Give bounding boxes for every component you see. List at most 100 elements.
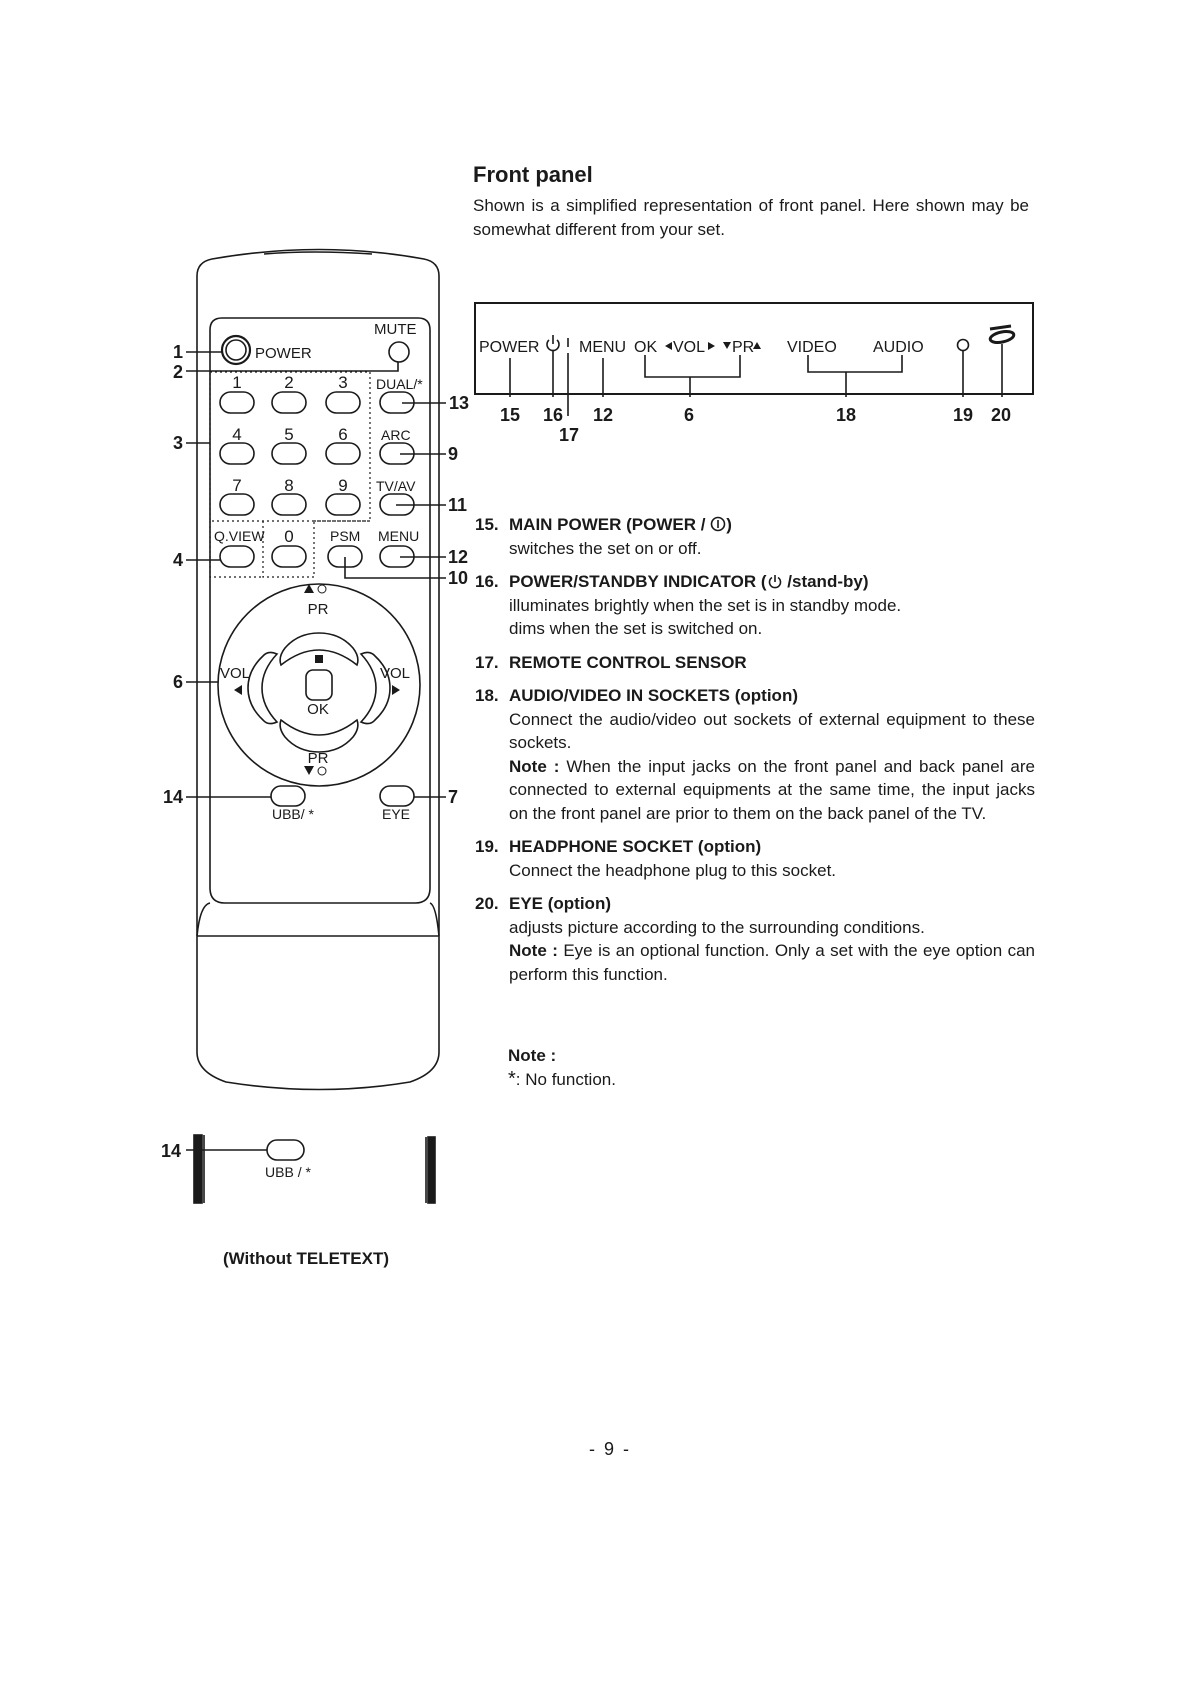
callout-14: 14 (163, 787, 183, 807)
number-buttons[interactable] (219, 391, 361, 568)
item-line: Connect the audio/video out sockets of e… (509, 709, 1035, 753)
page-number: - 9 - (588, 1439, 631, 1459)
item-16: 16.POWER/STANDBY INDICATOR ( /stand-by) … (475, 570, 1035, 641)
pr-down-arrow-icon (304, 766, 314, 775)
remote-label-psm: PSM (330, 528, 360, 544)
vol-right-button[interactable] (359, 651, 391, 725)
page-heading: Front panel (473, 162, 593, 187)
item-number: 18. (475, 686, 499, 705)
front-panel-diagram (474, 302, 1034, 416)
callout-13: 13 (449, 393, 469, 413)
panel-label-ok: OK (634, 339, 657, 356)
pr-up-arrow-icon (304, 584, 314, 593)
item-title: EYE (option) (509, 894, 611, 913)
pr-down-button[interactable] (279, 718, 359, 753)
item-line: illuminates brightly when the set is in … (509, 595, 902, 615)
bracket-6 (644, 355, 741, 378)
item-line: adjusts picture according to the surroun… (509, 917, 925, 937)
item-title: AUDIO/VIDEO IN SOCKETS (option) (509, 686, 798, 705)
variant-caption: (Without TELETEXT) (223, 1249, 390, 1268)
remote-label-8: 8 (284, 476, 293, 495)
item-number: 15. (475, 515, 499, 534)
notes-label: Note : (508, 1046, 557, 1065)
item-number: 16. (475, 572, 499, 591)
qview-button[interactable] (219, 545, 255, 568)
panel-label-menu: MENU (579, 339, 626, 356)
item-title-end: ) (726, 515, 732, 534)
item-line: dims when the set is switched on. (509, 619, 763, 638)
remote-label-7: 7 (232, 476, 241, 495)
notes-line: *: No function. (508, 1068, 616, 1092)
remote-mute-button[interactable] (388, 341, 410, 363)
variant-ubb-button[interactable] (266, 1139, 305, 1161)
callout-11: 11 (448, 495, 467, 515)
remote-label-power: POWER (255, 345, 312, 362)
eye-button[interactable] (379, 785, 415, 807)
teletext-glyphs (317, 584, 327, 776)
callout-6-panel: 6 (684, 405, 694, 425)
intro-paragraph: Shown is a simplified representation of … (473, 196, 1029, 239)
remote-label-4: 4 (232, 425, 241, 444)
remote-label-ok: OK (307, 701, 329, 718)
panel-label-power: POWER (479, 339, 539, 356)
power-icon (710, 513, 726, 537)
item-note: Note : Eye is an optional function. Only… (475, 939, 1035, 986)
callout-10: 10 (448, 568, 468, 588)
remote-label-pr-down: PR (308, 750, 329, 767)
variant-diagram (186, 1134, 436, 1204)
remote-label-vol-right: VOL (380, 665, 410, 682)
vol-right-arrow-icon (392, 685, 400, 695)
remote-power-button[interactable] (220, 334, 252, 366)
ubb-button[interactable] (270, 785, 306, 807)
nav-pad (217, 583, 421, 787)
remote-label-arc: ARC (381, 427, 411, 443)
callout-19: 19 (953, 405, 973, 425)
item-15: 15.MAIN POWER (POWER / ) switches the se… (475, 513, 1035, 560)
note-text: Eye is an optional function. Only a set … (509, 941, 1036, 984)
callout-6-remote: 6 (173, 672, 183, 692)
remote-label-9: 9 (338, 476, 347, 495)
notes-text: : No function. (515, 1070, 616, 1089)
callout-9: 9 (448, 444, 458, 464)
remote-label-qview: Q.VIEW (214, 528, 265, 544)
remote-label-ubb: UBB/ * (272, 806, 315, 822)
callout-2: 2 (173, 362, 183, 382)
callout-15: 15 (500, 405, 520, 425)
callout-7: 7 (448, 787, 458, 807)
callout-1: 1 (173, 342, 183, 362)
item-18: 18. AUDIO/VIDEO IN SOCKETS (option) Conne… (475, 684, 1035, 825)
item-note: Note : When the input jacks on the front… (475, 755, 1035, 826)
item-title: POWER/STANDBY INDICATOR ( (509, 572, 767, 591)
variant-label-ubb: UBB / * (265, 1164, 311, 1180)
bracket-18 (807, 355, 903, 373)
pr-up-button[interactable] (279, 632, 359, 667)
remote-label-0: 0 (284, 527, 293, 546)
callout-20: 20 (991, 405, 1011, 425)
item-title: REMOTE CONTROL SENSOR (509, 652, 747, 672)
callout-4: 4 (173, 550, 183, 570)
remote-label-tvav: TV/AV (376, 478, 416, 494)
callout-14-variant: 14 (161, 1141, 181, 1161)
remote-label-1: 1 (232, 373, 241, 392)
remote-label-menu: MENU (378, 528, 419, 544)
remote-label-3: 3 (338, 373, 347, 392)
asterisk-icon: * (508, 1068, 516, 1090)
remote-control-diagram (186, 248, 446, 1091)
item-line: Connect the headphone plug to this socke… (509, 860, 837, 880)
note-text: When the input jacks on the front panel … (509, 756, 1035, 823)
standby-power-icon (546, 335, 560, 352)
stop-square-icon (315, 655, 323, 663)
callout-16: 16 (543, 405, 563, 425)
eye-sensor-icon (988, 324, 1016, 344)
panel-label-video: VIDEO (787, 339, 837, 356)
item-19: 19.HEADPHONE SOCKET (option) Connect the… (475, 835, 1035, 882)
vol-left-button[interactable] (247, 651, 279, 725)
panel-label-vol: VOL (673, 339, 705, 356)
callout-18: 18 (836, 405, 856, 425)
ok-button[interactable] (305, 669, 333, 701)
standby-icon (767, 570, 783, 594)
item-number: 17. (475, 652, 499, 672)
note-label: Note : (509, 756, 560, 776)
item-list: 15.MAIN POWER (POWER / ) switches the se… (475, 513, 1035, 996)
